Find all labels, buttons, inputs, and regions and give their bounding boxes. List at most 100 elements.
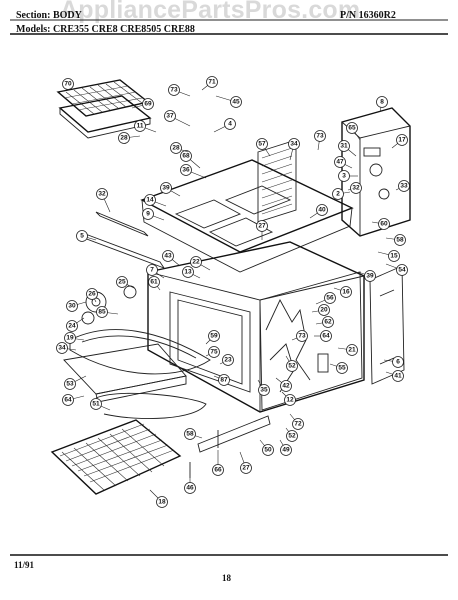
callout-label: 50 bbox=[264, 447, 272, 454]
callout-circle bbox=[338, 140, 350, 152]
callout-circle bbox=[336, 362, 348, 374]
callout-label: 31 bbox=[340, 143, 348, 150]
callout-circle bbox=[322, 316, 334, 328]
broiler-pan bbox=[58, 95, 152, 139]
callout-circle bbox=[96, 188, 108, 200]
callout-circle bbox=[296, 330, 308, 342]
callout-label: 19 bbox=[66, 335, 74, 342]
callout-label: 71 bbox=[208, 79, 216, 86]
callout-circle bbox=[208, 330, 220, 342]
callout-label: 18 bbox=[158, 499, 166, 506]
callout-55: 55 bbox=[329, 362, 348, 374]
callout-label: 33 bbox=[400, 183, 408, 190]
callout-11: 11 bbox=[134, 120, 157, 133]
callout-19: 19 bbox=[64, 332, 85, 344]
callout-circle bbox=[258, 384, 270, 396]
callout-circle bbox=[230, 96, 242, 108]
callout-label: 11 bbox=[137, 123, 144, 130]
callout-27: 27 bbox=[239, 451, 252, 474]
callout-75: 75 bbox=[205, 346, 220, 358]
callout-85: 85 bbox=[96, 306, 119, 318]
callout-label: 27 bbox=[258, 223, 266, 230]
callout-label: 40 bbox=[318, 207, 326, 214]
broil-element bbox=[95, 392, 207, 420]
callout-label: 75 bbox=[210, 349, 218, 356]
callout-label: 23 bbox=[224, 357, 232, 364]
callout-31: 31 bbox=[338, 140, 357, 157]
callout-58: 58 bbox=[184, 428, 203, 440]
oven-rack bbox=[50, 419, 182, 495]
callout-label: 58 bbox=[396, 237, 404, 244]
callout-64: 64 bbox=[62, 394, 85, 406]
callout-circle bbox=[376, 96, 388, 108]
callout-label: 20 bbox=[320, 307, 328, 314]
callout-label: 85 bbox=[98, 309, 106, 316]
callout-circle bbox=[346, 344, 358, 356]
callout-circle bbox=[134, 120, 146, 132]
callout-circle bbox=[156, 496, 168, 508]
callout-61: 61 bbox=[148, 276, 161, 291]
callout-circle bbox=[316, 204, 328, 216]
callout-8: 8 bbox=[376, 96, 388, 113]
callout-label: 54 bbox=[398, 267, 406, 274]
callout-circle bbox=[350, 182, 362, 194]
callout-label: 17 bbox=[398, 137, 406, 144]
callout-label: 8 bbox=[380, 99, 384, 106]
callout-6: 6 bbox=[383, 356, 404, 368]
callout-label: 27 bbox=[242, 465, 250, 472]
callout-circle bbox=[62, 78, 74, 90]
callout-37: 37 bbox=[164, 110, 191, 127]
callout-35: 35 bbox=[257, 379, 270, 396]
callout-27: 27 bbox=[256, 220, 268, 240]
callout-circle bbox=[396, 264, 408, 276]
callout-52: 52 bbox=[285, 355, 298, 372]
callout-label: 47 bbox=[336, 159, 344, 166]
fastener-parts bbox=[189, 353, 329, 478]
callout-circle bbox=[190, 256, 202, 268]
callout-circle bbox=[394, 234, 406, 246]
callout-21: 21 bbox=[337, 344, 358, 356]
callout-circle bbox=[182, 266, 194, 278]
callout-label: 13 bbox=[184, 269, 192, 276]
callout-label: 45 bbox=[232, 99, 240, 106]
callout-circle bbox=[396, 134, 408, 146]
callout-label: 73 bbox=[298, 333, 306, 340]
callout-circle bbox=[334, 156, 346, 168]
callout-label: 34 bbox=[290, 141, 298, 148]
callout-circle bbox=[86, 288, 98, 300]
callout-circle bbox=[392, 356, 404, 368]
callout-69: 69 bbox=[131, 98, 154, 110]
callout-25: 25 bbox=[116, 276, 135, 289]
callout-label: 7 bbox=[150, 267, 154, 274]
callout-label: 61 bbox=[150, 279, 158, 286]
callout-label: 12 bbox=[286, 397, 294, 404]
callout-label: 28 bbox=[120, 135, 128, 142]
callout-label: 2 bbox=[336, 191, 340, 198]
callout-circle bbox=[208, 346, 220, 358]
callout-52: 52 bbox=[285, 427, 298, 442]
callout-64: 64 bbox=[314, 330, 332, 342]
callout-72: 72 bbox=[289, 413, 304, 430]
callout-label: 36 bbox=[182, 167, 190, 174]
callout-label: 4 bbox=[228, 121, 232, 128]
callout-17: 17 bbox=[391, 134, 408, 149]
callout-label: 37 bbox=[166, 113, 174, 120]
callout-87: 87 bbox=[213, 374, 230, 386]
callout-label: 9 bbox=[146, 211, 150, 218]
callout-circle bbox=[118, 132, 130, 144]
side-panel-right bbox=[369, 265, 405, 385]
callout-label: 32 bbox=[352, 185, 360, 192]
callout-14: 14 bbox=[144, 194, 167, 207]
callout-label: 32 bbox=[98, 191, 106, 198]
callout-12: 12 bbox=[281, 391, 296, 406]
callout-label: 59 bbox=[210, 333, 218, 340]
callout-label: 51 bbox=[92, 401, 100, 408]
callout-circle bbox=[256, 220, 268, 232]
callout-circle bbox=[286, 360, 298, 372]
callout-40: 40 bbox=[309, 204, 328, 219]
callout-label: 72 bbox=[294, 421, 302, 428]
page-number: 18 bbox=[222, 573, 231, 583]
callout-circle bbox=[320, 330, 332, 342]
callout-circle bbox=[170, 142, 182, 154]
callout-39: 39 bbox=[357, 270, 376, 282]
